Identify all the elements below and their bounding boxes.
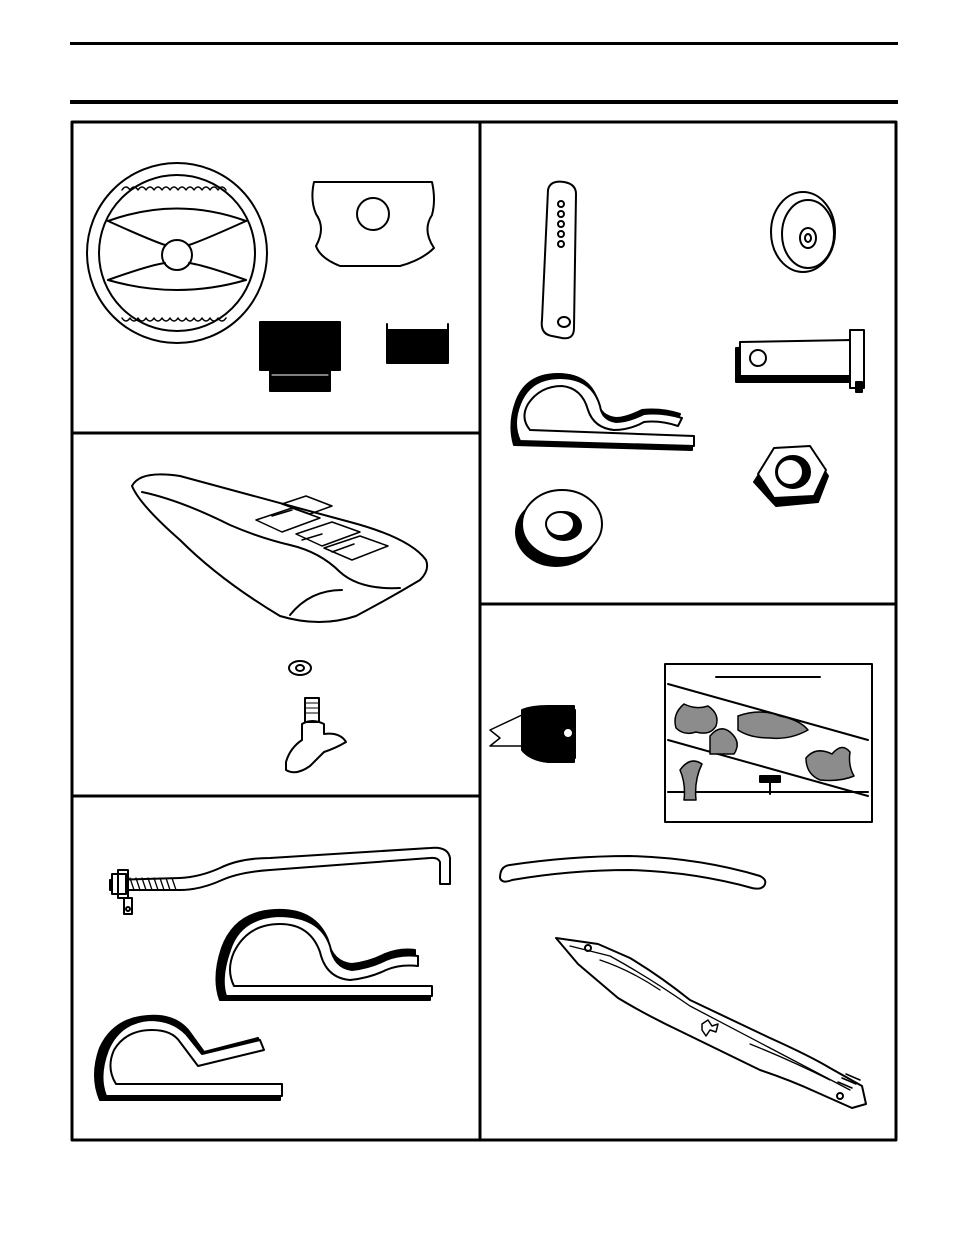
seat-knob-icon xyxy=(286,698,346,772)
deflector-rod-assembly-icon xyxy=(110,848,450,914)
seat-icon xyxy=(132,474,427,622)
mower-blade-icon xyxy=(556,938,866,1108)
lift-handle-grip-icon xyxy=(500,856,765,889)
parts-grid xyxy=(70,120,898,1142)
second-rule xyxy=(70,100,898,104)
steering-insert-small-icon xyxy=(387,324,448,363)
adjuster-strap-icon xyxy=(542,182,576,339)
hairpin-clip-icon xyxy=(511,374,694,450)
gauge-wheel-icon xyxy=(771,192,835,272)
flat-washer-icon xyxy=(516,490,602,566)
steering-wheel-icon xyxy=(87,163,267,343)
ignition-key-icon xyxy=(490,706,575,762)
hairpin-clip-small-icon xyxy=(95,1016,282,1100)
parts-grid-svg xyxy=(70,120,898,1142)
top-rule xyxy=(70,42,898,45)
hairpin-clip-large-icon xyxy=(216,910,432,1000)
panel-frame xyxy=(72,122,896,1140)
hex-nut-icon xyxy=(754,446,828,506)
steering-insert-black-icon xyxy=(260,322,340,391)
steering-wheel-cap-icon xyxy=(312,182,434,266)
seat-washer-icon xyxy=(289,661,311,675)
clevis-pin-icon xyxy=(736,330,864,392)
decal-card-icon xyxy=(665,664,872,822)
threaded-rod xyxy=(130,878,176,890)
